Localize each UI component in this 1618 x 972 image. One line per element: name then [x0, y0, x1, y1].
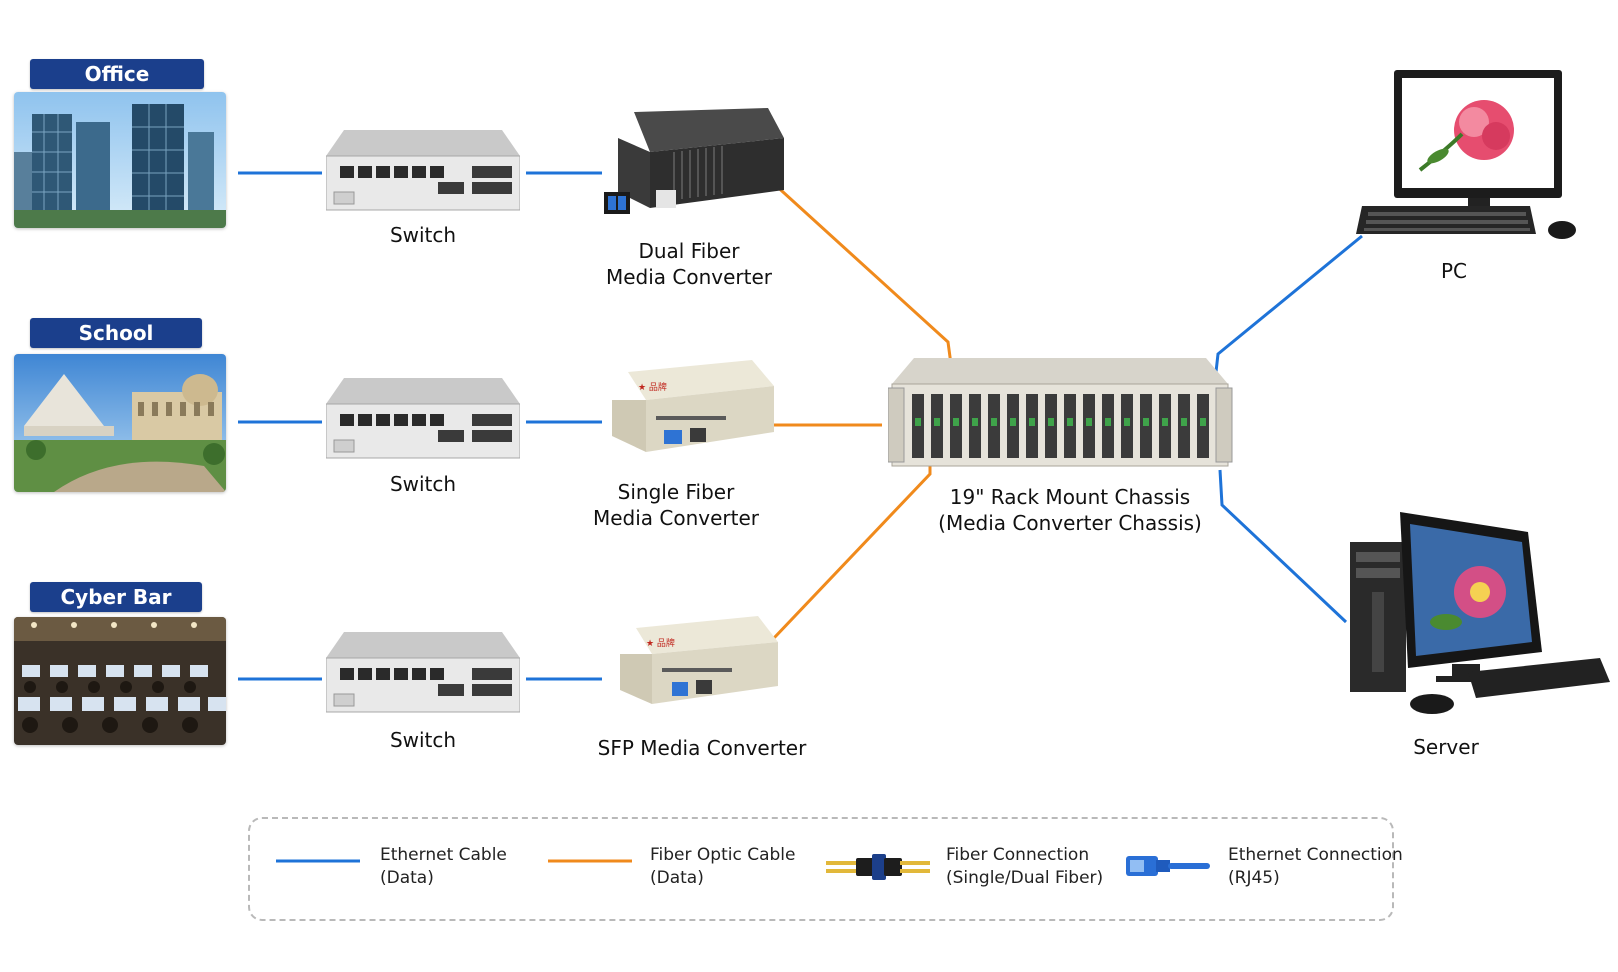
- chassis-slot-led: [915, 418, 921, 426]
- chassis-slot-led: [934, 418, 940, 426]
- chassis-slot-led: [1029, 418, 1035, 426]
- switch-device: [325, 632, 521, 718]
- fiber-optic-cable: [770, 180, 954, 373]
- chassis-slot-led: [1067, 418, 1073, 426]
- chassis-slot-led: [1124, 418, 1130, 426]
- chassis-slot-led: [1143, 418, 1149, 426]
- cyber-bar-photo: [14, 617, 226, 745]
- pc-device: [1350, 70, 1580, 252]
- svg-text:★ 品牌: ★ 品牌: [638, 381, 667, 393]
- blue-line-icon: [276, 859, 360, 863]
- server-label: Server: [1413, 735, 1479, 759]
- ethernet-cable: [1218, 469, 1348, 624]
- switch-device: [325, 130, 521, 216]
- converter-label: SFP Media Converter: [597, 736, 807, 760]
- chassis-slot-led: [1181, 418, 1187, 426]
- switch-label: Switch: [389, 728, 457, 752]
- chassis-slot-led: [953, 418, 959, 426]
- chassis-slot-led: [991, 418, 997, 426]
- chassis-slot-led: [1010, 418, 1016, 426]
- office-photo: [14, 92, 226, 228]
- pc-label: PC: [1440, 259, 1468, 283]
- chassis-slot-led: [1048, 418, 1054, 426]
- legend: [248, 817, 1394, 921]
- legend-item-fiber-optic-cable: Fiber Optic Cable(Data): [650, 845, 796, 888]
- chassis-slot-led: [1162, 418, 1168, 426]
- chassis-label: 19" Rack Mount Chassis(Media Converter C…: [938, 485, 1202, 535]
- ethernet-cable: [1214, 234, 1363, 373]
- rj45-connector-icon: [1126, 856, 1210, 876]
- site-badge-office: Office: [30, 59, 204, 89]
- rack-mount-chassis-device: [887, 358, 1244, 474]
- sfp-converter-device: ★ 品牌: [620, 616, 778, 714]
- single-fiber-converter-device: ★ 品牌: [612, 360, 774, 462]
- switch-device: [325, 378, 521, 464]
- orange-line-icon: [548, 859, 632, 863]
- switch-label: Switch: [389, 472, 457, 496]
- fiber-optic-cable: [772, 462, 932, 640]
- legend-item-ethernet-connection: Ethernet Connection(RJ45): [1228, 845, 1403, 888]
- legend-item-fiber-connection: Fiber Connection(Single/Dual Fiber): [946, 845, 1104, 888]
- chassis-slot-led: [1086, 418, 1092, 426]
- svg-text:★ 品牌: ★ 品牌: [646, 637, 675, 649]
- legend-item-ethernet-cable: Ethernet Cable(Data): [380, 845, 507, 888]
- school-photo: [14, 354, 226, 492]
- switch-label: Switch: [389, 223, 457, 247]
- dual-fiber-converter-device: [604, 108, 784, 222]
- chassis-slot-led: [1105, 418, 1111, 426]
- site-badge-school: School: [30, 318, 202, 348]
- chassis-slot-led: [972, 418, 978, 426]
- site-badge-cyber-bar: Cyber Bar: [30, 582, 202, 612]
- server-device: [1350, 512, 1612, 726]
- fiber-connector-icon: [826, 854, 930, 880]
- chassis-slot-led: [1200, 418, 1206, 426]
